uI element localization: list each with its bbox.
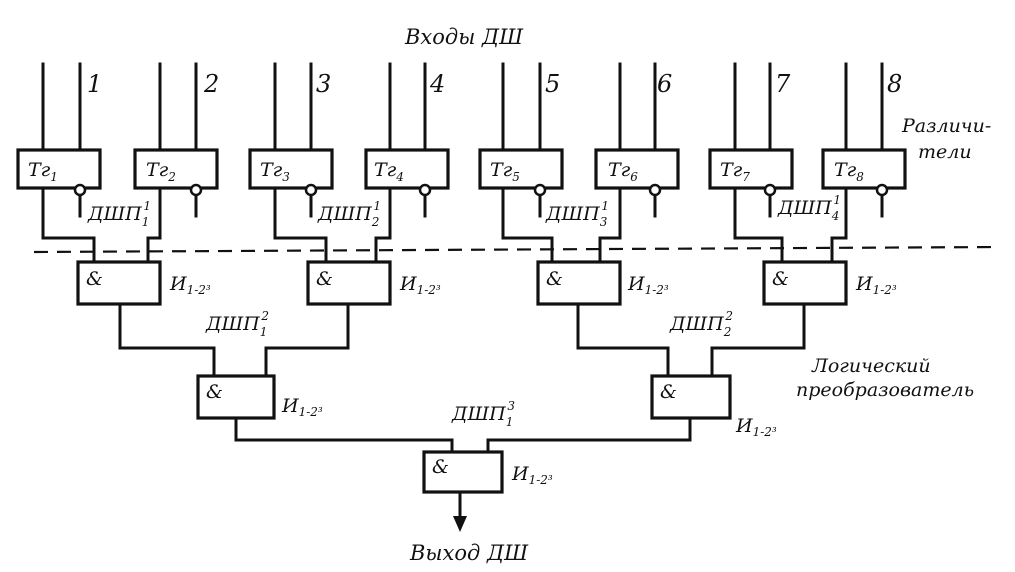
trigger-label-1: Тг1 [28, 159, 58, 184]
gate-symbol-s2-1: & [206, 381, 223, 403]
trigger-label-6: Тг6 [608, 159, 638, 184]
input-number-2: 2 [203, 70, 219, 98]
output-title: Выход ДШ [409, 541, 529, 565]
input-number-1: 1 [87, 70, 102, 98]
input-number-8: 8 [887, 70, 902, 98]
gate-symbol-s1-1: & [86, 268, 103, 290]
trigger-box-2 [133, 148, 219, 190]
and-gate-s1-2 [306, 260, 392, 306]
trigger-label-3: Тг3 [260, 159, 290, 184]
trigger-label-4: Тг4 [374, 159, 404, 184]
input-number-4: 4 [429, 70, 445, 98]
inverted-output-7 [763, 183, 777, 197]
gate-label-s2-2: И1-2³ [735, 415, 777, 439]
trigger-box-8 [821, 148, 907, 190]
inverted-output-8 [875, 183, 889, 197]
gate-row-1 [76, 260, 848, 306]
gate-labels-s1: И1-2³ И1-2³ И1-2³ И1-2³ [169, 273, 897, 297]
trigger-label-5: Тг5 [490, 159, 520, 184]
and-gate-s2-2 [650, 374, 732, 420]
inputs-title: Входы ДШ [404, 25, 524, 49]
trigger-label-8: Тг8 [834, 159, 864, 184]
input-number-5: 5 [545, 70, 560, 98]
dsh-label-s1-1: ДШП11 [87, 199, 151, 229]
gate-symbol-s1-2: & [316, 268, 333, 290]
inverted-output-1 [73, 183, 87, 197]
gate-label-s3: И1-2³ [511, 463, 553, 487]
gate-symbol-s2-2: & [660, 381, 677, 403]
gate-label-s2-1: И1-2³ [281, 395, 323, 419]
gate-row-2-text: & & И1-2³ И1-2³ [206, 381, 777, 439]
dsh-stage1-labels: ДШП11 ДШП21 ДШП31 ДШП41 [87, 193, 841, 229]
separator-line [33, 245, 1001, 254]
trigger-label-7: Тг7 [720, 159, 750, 184]
wiring [41, 62, 884, 532]
dsh-label-s1-2: ДШП21 [317, 199, 381, 229]
and-gate-s1-1 [76, 260, 162, 306]
inverted-output-5 [533, 183, 547, 197]
trigger-box-1 [16, 148, 102, 190]
dsh-label-s2-2: ДШП22 [669, 309, 733, 339]
and-gate-s3 [422, 450, 504, 494]
trigger-box-6 [594, 148, 680, 190]
gate-label-s1-1: И1-2³ [169, 273, 211, 297]
input-numbers: 1 2 3 4 5 6 7 8 [87, 70, 902, 98]
inverted-output-4 [418, 183, 432, 197]
and-gate-s1-3 [536, 260, 622, 306]
gate-symbols-s1: & & & & [86, 268, 789, 290]
gate-symbol-s1-3: & [546, 268, 563, 290]
gate-label-s1-4: И1-2³ [855, 273, 897, 297]
trigger-box-7 [708, 148, 794, 190]
input-number-3: 3 [316, 70, 331, 98]
gate-row-3 [422, 450, 504, 494]
input-number-6: 6 [657, 70, 672, 98]
dsh-label-s1-4: ДШП41 [777, 193, 841, 223]
trigger-box-4 [364, 148, 450, 190]
gate-label-s1-3: И1-2³ [627, 273, 669, 297]
gate-symbol-s1-4: & [772, 268, 789, 290]
gate-row-2 [196, 374, 732, 420]
gate-label-s1-2: И1-2³ [399, 273, 441, 297]
trigger-row [16, 148, 907, 197]
dsh-stage2-labels: ДШП12 ДШП22 [205, 309, 733, 339]
and-gate-s1-4 [762, 260, 848, 306]
input-number-7: 7 [775, 70, 791, 98]
logic-converter-label: Логический преобразователь [796, 355, 974, 401]
dsh-label-s1-3: ДШП31 [545, 199, 609, 229]
dsh-label-s3: ДШП13 [451, 399, 515, 429]
and-gate-s2-1 [196, 374, 276, 420]
discriminators-label: Различи- тели [901, 115, 997, 163]
trigger-box-5 [478, 148, 564, 190]
dsh-label-s2-1: ДШП12 [205, 309, 269, 339]
inverted-output-6 [648, 183, 662, 197]
gate-symbol-s3: & [432, 456, 449, 478]
trigger-box-3 [248, 148, 334, 190]
trigger-label-2: Тг2 [146, 159, 176, 184]
inverted-output-2 [189, 183, 203, 197]
inverted-output-3 [304, 183, 318, 197]
trigger-labels: Тг1 Тг2 Тг3 Тг4 Тг5 Тг6 Тг7 Тг8 [28, 159, 864, 184]
